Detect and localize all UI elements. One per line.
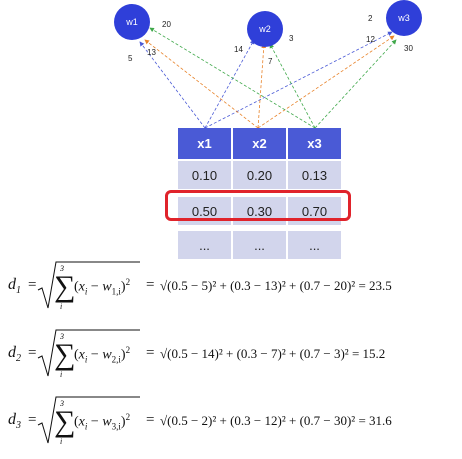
weight-w2-x3: 3 (289, 34, 294, 43)
weight-w3-x3: 30 (404, 44, 413, 53)
eq-lhs: d1 (8, 276, 21, 297)
table-cell: ... (178, 231, 231, 259)
weight-w1-x3: 20 (162, 20, 171, 29)
table-row: ... ... ... (178, 231, 342, 259)
node-w3-label: w3 (397, 13, 410, 23)
table-cell: 0.10 (178, 161, 231, 189)
eq-lhs: d2 (8, 344, 21, 365)
weight-w3-x2: 12 (366, 35, 375, 44)
radical-sign (37, 396, 140, 444)
sum-symbol: ∑ (54, 405, 76, 438)
header-x3: x3 (288, 128, 341, 159)
equation-d3: d3 = 3 ∑ i (xi − w3,i)2 = √(0.5 − 2)² + … (0, 393, 462, 453)
edge-x2-w1 (144, 39, 259, 129)
header-x1: x1 (178, 128, 231, 159)
table-cell: 0.20 (233, 161, 286, 189)
edge-x3-w1 (149, 27, 316, 129)
eq-term: (xi − w1,i)2 (74, 277, 131, 297)
node-w1 (114, 4, 150, 40)
table-row: 0.10 0.20 0.13 (178, 161, 342, 189)
header-x2: x2 (233, 128, 286, 159)
node-w2 (247, 11, 283, 47)
equation-d1: d1 = 3 ∑ i (xi − w1,i)2 = √(0.5 − 5)² + … (0, 258, 462, 318)
sum-symbol: ∑ (54, 270, 76, 303)
weight-w1-x2: 13 (147, 48, 156, 57)
node-w2-label: w2 (258, 24, 271, 34)
edge-x2-w2 (257, 43, 267, 129)
sum-symbol: ∑ (54, 338, 76, 371)
radical-sign (37, 261, 140, 309)
weight-w3-x1: 2 (368, 14, 373, 23)
edge-x1-w2 (204, 39, 255, 129)
table-header-row: x1 x2 x3 (178, 128, 342, 159)
highlight-box (165, 190, 351, 221)
table-cell: 0.13 (288, 161, 341, 189)
table-cell: ... (288, 231, 341, 259)
weight-w2-x2: 7 (268, 57, 273, 66)
edge-x1-w3 (204, 31, 393, 129)
eq-rhs: √(0.5 − 5)² + (0.3 − 13)² + (0.7 − 20)² … (160, 278, 392, 293)
table-cell: ... (233, 231, 286, 259)
edge-x2-w3 (257, 35, 395, 129)
eq-term: (xi − w3,i)2 (74, 412, 131, 432)
edge-x1-w1 (139, 41, 206, 129)
weight-w2-x1: 14 (234, 45, 243, 54)
eq-term: (xi − w2,i)2 (74, 345, 131, 365)
input-table: x1 x2 x3 0.10 0.20 0.13 0.50 0.30 0.70 .… (178, 128, 342, 259)
eq-rhs: √(0.5 − 2)² + (0.3 − 12)² + (0.7 − 30)² … (160, 413, 392, 428)
radical-sign (37, 329, 140, 377)
node-w3 (386, 0, 422, 36)
node-w1-label: w1 (125, 17, 138, 27)
weight-w1-x1: 5 (128, 54, 133, 63)
network-diagram: w1 w2 w3 5 13 20 14 7 3 2 12 30 (114, 0, 422, 129)
eq-lhs: d3 (8, 411, 21, 432)
eq-rhs: √(0.5 − 14)² + (0.3 − 7)² + (0.7 − 3)² =… (160, 346, 386, 361)
edge-x3-w3 (314, 39, 397, 129)
edge-x3-w2 (269, 43, 316, 129)
equation-d2: d2 = 3 ∑ i (xi − w2,i)2 = √(0.5 − 14)² +… (0, 326, 462, 386)
